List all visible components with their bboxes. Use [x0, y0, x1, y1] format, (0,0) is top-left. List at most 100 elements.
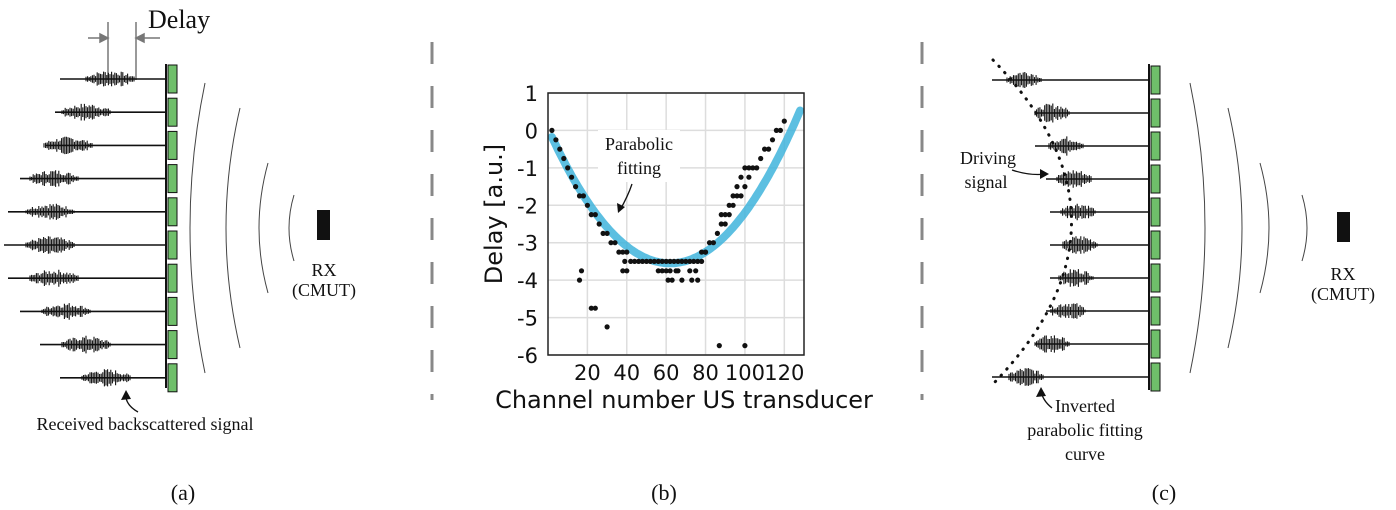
- received-burst: [85, 71, 135, 87]
- data-point: [647, 258, 654, 264]
- transducer-array-a: [165, 64, 178, 393]
- received-burst: [41, 303, 91, 320]
- transducer-element-c: [1150, 263, 1161, 293]
- data-point: [742, 165, 748, 171]
- data-point: [738, 193, 744, 199]
- rx-label-c: RX: [1330, 264, 1355, 284]
- received-burst: [81, 369, 131, 387]
- wavefront-a-2: [225, 107, 241, 349]
- wavefronts-c: [1189, 82, 1308, 374]
- wavefront-a-3: [258, 162, 269, 294]
- data-point: [561, 155, 567, 162]
- data-point: [569, 174, 575, 180]
- y-tick-label: -5: [517, 307, 538, 331]
- y-tick-label: 0: [525, 119, 538, 143]
- delay-label: Delay: [148, 5, 210, 34]
- x-tick-label: 20: [574, 361, 601, 385]
- transducer-element-a: [167, 330, 178, 360]
- x-tick-label: 120: [764, 361, 804, 385]
- data-point: [612, 240, 618, 246]
- received-arrowhead: [121, 390, 131, 400]
- data-point: [620, 268, 626, 274]
- data-point: [702, 249, 709, 255]
- data-point: [604, 324, 610, 330]
- delay-dimension: [88, 22, 160, 80]
- data-point: [588, 212, 594, 218]
- data-point: [592, 305, 598, 311]
- transducer-element-a: [167, 296, 178, 326]
- caption-a: (a): [171, 480, 195, 505]
- chart-frame: [547, 92, 805, 356]
- driving-burst: [1048, 136, 1084, 156]
- panel-c: RX (CMUT) Driving signal Inverted parabo…: [952, 58, 1375, 505]
- y-tick-label: -4: [517, 269, 538, 293]
- data-point: [663, 258, 669, 264]
- data-point: [655, 258, 661, 264]
- wavefront-c-2: [1227, 107, 1243, 349]
- received-signal-lines: [4, 78, 165, 379]
- data-point: [758, 155, 764, 162]
- x-axis-label: Channel number US transducer: [495, 386, 873, 414]
- wavefront-c-4: [1301, 194, 1308, 262]
- data-point: [665, 277, 671, 283]
- received-burst: [29, 170, 79, 187]
- parabolic-fitting-label: parabolic fitting: [1027, 420, 1142, 440]
- driving-burst: [1058, 269, 1094, 287]
- data-point: [746, 165, 752, 171]
- rx-cmut-block-c: [1337, 212, 1350, 242]
- received-label: Received backscattered signal: [37, 414, 254, 434]
- y-axis-label: Delay [a.u.]: [480, 144, 508, 284]
- data-point: [596, 221, 602, 227]
- data-point: [718, 212, 724, 218]
- driving-burst: [1034, 335, 1070, 353]
- data-point: [754, 165, 760, 171]
- data-point: [655, 268, 661, 274]
- data-point: [616, 249, 622, 255]
- data-point: [699, 258, 705, 264]
- data-point: [584, 202, 591, 208]
- annotation-parabolic: Parabolic: [605, 134, 673, 154]
- transducer-element-a: [167, 197, 178, 227]
- transducer-element-c: [1150, 98, 1161, 128]
- received-burst: [61, 103, 111, 121]
- data-point: [667, 258, 673, 264]
- data-point: [710, 240, 717, 246]
- data-point: [693, 268, 699, 274]
- data-point: [687, 258, 693, 264]
- data-point: [683, 258, 689, 264]
- data-point: [573, 184, 579, 190]
- data-point: [620, 249, 626, 255]
- data-point: [643, 258, 650, 264]
- data-point: [691, 258, 697, 264]
- data-point: [730, 202, 736, 208]
- data-point: [742, 343, 748, 349]
- driving-bursts: [1006, 72, 1098, 386]
- data-point: [762, 146, 768, 152]
- x-tick-label: 80: [692, 361, 719, 385]
- data-point: [716, 343, 722, 349]
- data-point: [679, 258, 685, 264]
- data-point: [689, 277, 695, 283]
- wavefronts-a: [189, 82, 295, 374]
- data-point: [624, 268, 630, 274]
- data-point: [675, 258, 681, 264]
- data-point: [714, 230, 721, 236]
- transducer-element-c: [1150, 197, 1161, 227]
- transducer-element-a: [167, 130, 178, 160]
- wavefront-c-3: [1259, 162, 1270, 294]
- data-point: [651, 258, 657, 264]
- data-point: [580, 193, 587, 199]
- transducer-element-a: [167, 263, 178, 293]
- data-point: [622, 258, 628, 264]
- data-point: [695, 258, 701, 264]
- data-point: [624, 249, 630, 255]
- wavefront-a-4: [288, 194, 295, 262]
- inverted-arrowhead: [1036, 387, 1046, 397]
- data-point: [726, 212, 732, 218]
- received-burst: [25, 203, 75, 220]
- data-point: [557, 146, 563, 152]
- data-point: [734, 193, 740, 199]
- transducer-element-c: [1150, 296, 1161, 326]
